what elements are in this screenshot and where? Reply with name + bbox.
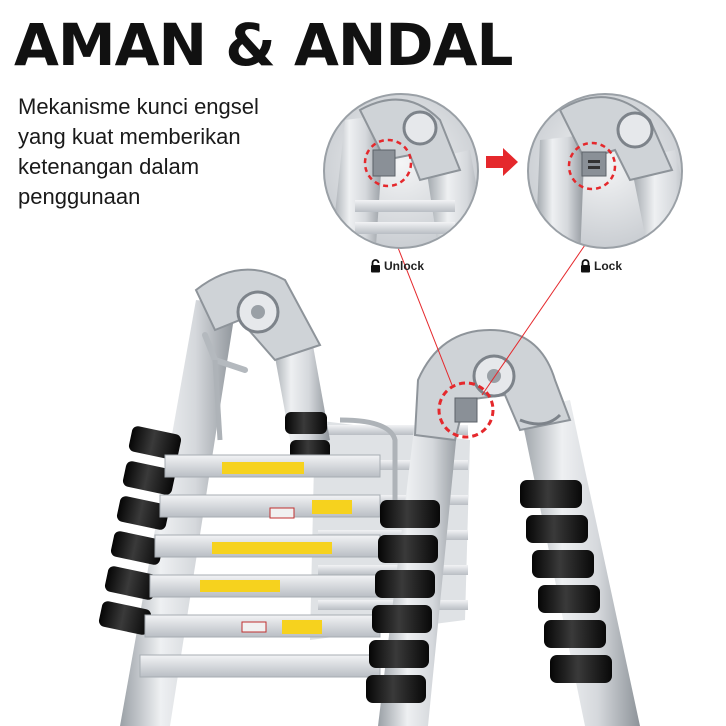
lock-icon (581, 259, 590, 273)
description-line: yang kuat memberikan (18, 124, 241, 149)
right-ladder (366, 328, 640, 726)
unlock-text: Unlock (384, 259, 425, 273)
arrow-right-icon (486, 148, 518, 176)
lock-label: Lock (580, 259, 622, 273)
zoom-unlock (323, 93, 479, 249)
lock-text: Lock (594, 259, 623, 273)
left-ladder (98, 268, 398, 726)
description-line: penggunaan (18, 184, 141, 209)
headline: AMAN & ANDAL (14, 11, 513, 79)
description: Mekanisme kunci engsel yang kuat memberi… (18, 92, 318, 212)
unlock-icon (371, 259, 380, 273)
description-line: Mekanisme kunci engsel (18, 94, 259, 119)
unlock-label: Unlock (370, 259, 424, 273)
description-line: ketenangan dalam (18, 154, 200, 179)
zoom-lock (527, 93, 683, 249)
